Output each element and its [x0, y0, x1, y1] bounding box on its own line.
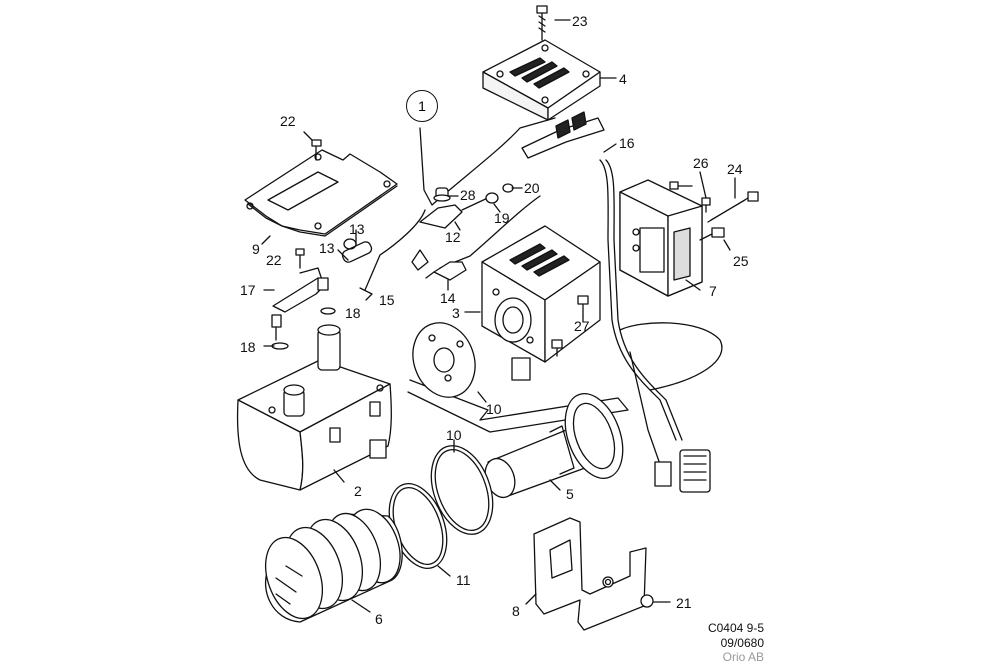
- publisher-name: Orio AB: [722, 650, 764, 664]
- drawing-date-code: 09/0680: [720, 636, 764, 650]
- leader-8: [526, 594, 536, 604]
- drawing-code: C0404 9-5: [707, 621, 764, 635]
- leader-10a: [478, 392, 486, 402]
- leader-19: [494, 204, 500, 212]
- callout-label-16: 16: [619, 135, 635, 151]
- callout-label-13b: 13: [319, 240, 335, 256]
- callout-label-25: 25: [733, 253, 749, 269]
- callout-label-4: 4: [619, 71, 627, 87]
- part-14-sensor: [426, 262, 466, 280]
- part-18-nut-upper: [318, 278, 335, 314]
- callout-label-7: 7: [709, 283, 717, 299]
- part-4-control-cover: [483, 40, 600, 120]
- leader-5: [550, 480, 560, 490]
- callout-label-8: 8: [512, 603, 520, 619]
- callout-label-19: 19: [494, 210, 510, 226]
- part-5-combustion-tube: [480, 386, 633, 502]
- part-10-gasket: [403, 314, 628, 432]
- callout-label-28: 28: [460, 187, 476, 203]
- part-16-wiring-harness: [440, 112, 722, 492]
- callout-label-6: 6: [375, 611, 383, 627]
- part-24-bolt: [708, 192, 758, 222]
- part-28-grommet: [434, 188, 450, 201]
- callout-label-9: 9: [252, 241, 260, 257]
- part-8-mounting-bracket: [534, 518, 646, 630]
- callout-label-27: 27: [574, 318, 590, 334]
- leader-26: [700, 172, 706, 198]
- part-6-exhaust-hose: [255, 502, 409, 626]
- part-27-screw: [552, 296, 588, 356]
- callout-label-24: 24: [727, 161, 743, 177]
- callout-label-10b: 10: [446, 427, 462, 443]
- part-21-plug: [641, 595, 653, 607]
- callout-label-18b: 18: [240, 339, 256, 355]
- leader-11: [438, 566, 450, 576]
- callout-label-2: 2: [354, 483, 362, 499]
- callout-label-22a: 22: [280, 113, 296, 129]
- part-15-fuel-pipe: [360, 118, 555, 300]
- callout-label-20: 20: [524, 180, 540, 196]
- callout-label-22b: 22: [266, 252, 282, 268]
- leader-22a: [304, 132, 312, 140]
- callout-label-21: 21: [676, 595, 692, 611]
- callout-label-15: 15: [379, 292, 395, 308]
- callout-label-12: 12: [445, 229, 461, 245]
- part-15-clamp: [412, 250, 428, 270]
- part-13-sleeve: [341, 239, 373, 264]
- leader-7: [686, 280, 700, 290]
- leader-25: [724, 240, 730, 250]
- callout-label-10a: 10: [486, 401, 502, 417]
- leader-12: [455, 222, 460, 230]
- part-22-screw-lower: [296, 249, 304, 268]
- leader-16: [604, 144, 616, 152]
- callout-label-11: 11: [456, 572, 471, 588]
- part-25-screw: [700, 228, 724, 240]
- leader-9: [262, 236, 270, 244]
- callout-label-13a: 13: [349, 221, 365, 237]
- callout-label-5: 5: [566, 486, 574, 502]
- part-26-screw: [670, 182, 710, 212]
- callout-label-3: 3: [452, 305, 460, 321]
- leader-2: [334, 470, 344, 482]
- part-2-heat-exchanger: [238, 325, 392, 490]
- leader-13b: [338, 250, 348, 260]
- callout-label-23: 23: [572, 13, 588, 29]
- callout-circle-1: 1: [406, 90, 438, 122]
- callout-label-26: 26: [693, 155, 709, 171]
- part-3-burner-housing: [482, 226, 600, 380]
- part-23-screw: [537, 6, 547, 40]
- part-9-plate: [245, 150, 397, 236]
- leader-6: [352, 600, 370, 612]
- part-22-screw-upper: [312, 140, 321, 160]
- part-18-bolt-lower: [272, 315, 288, 349]
- callout-label-17: 17: [240, 282, 256, 298]
- callout-label-18a: 18: [345, 305, 361, 321]
- part-7-control-unit: [620, 180, 702, 296]
- callout-label-14: 14: [440, 290, 456, 306]
- part-19-clip: [486, 193, 498, 203]
